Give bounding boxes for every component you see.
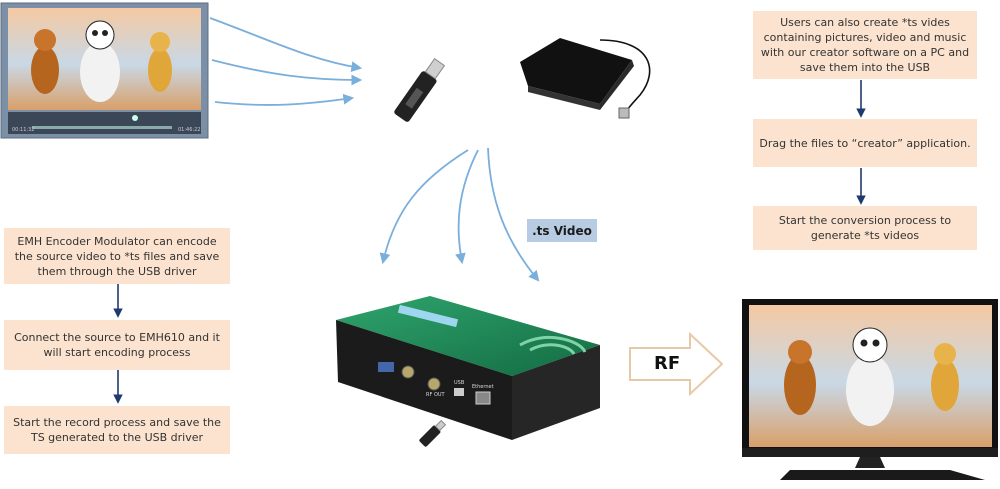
arrow-player-to-usb-2: [211, 59, 363, 86]
device-rf-out-label: RF OUT: [426, 392, 446, 398]
right-step-2: Drag the files to “creator” application.: [753, 119, 977, 167]
left-step-2: Connect the source to EMH610 and it will…: [4, 320, 230, 370]
encoder-modulator-device: [336, 296, 600, 440]
video-player-thumbnail: [0, 2, 209, 139]
arrow-usb-to-device-1: [379, 149, 469, 265]
player-time-left: 00:11:32: [12, 127, 34, 133]
arrow-usb-to-device-2: [455, 149, 479, 265]
ts-video-label: .ts Video: [527, 219, 597, 242]
right-step-1: Users can also create *ts vides containi…: [753, 11, 977, 79]
left-step-3: Start the record process and save the TS…: [4, 406, 230, 454]
television-icon: [742, 299, 998, 480]
rf-arrow-shape: [629, 331, 724, 397]
device-usb-label: USB: [454, 380, 465, 386]
usb-stick-icon: [394, 58, 446, 122]
external-hard-drive-icon: [520, 38, 651, 119]
arrow-player-to-usb-3: [214, 93, 355, 106]
usb-stick-small-icon: [419, 419, 447, 447]
left-step-1: EMH Encoder Modulator can encode the sou…: [4, 228, 230, 284]
arrow-player-to-usb-1: [209, 17, 363, 72]
arrow-usb-to-device-3: [487, 147, 540, 282]
player-time-right: 01:46:22: [178, 127, 200, 133]
rf-label: RF: [654, 353, 681, 374]
device-ethernet-label: Ethernet: [472, 384, 494, 390]
right-step-3: Start the conversion process to generate…: [753, 206, 977, 250]
